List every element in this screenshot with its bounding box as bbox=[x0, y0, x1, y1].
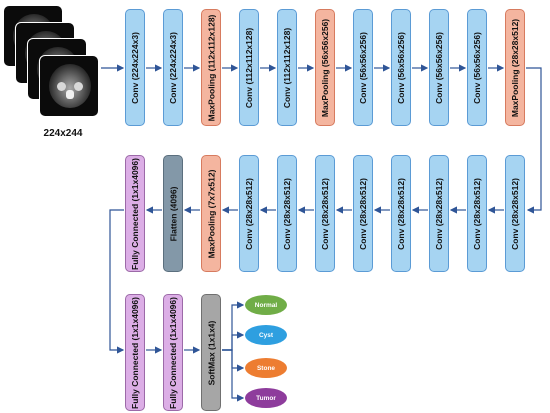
conv-block: Conv (28x28x512) bbox=[353, 155, 373, 272]
maxpooling-block: MaxPooling (28x28x512) bbox=[505, 9, 525, 126]
conv-block: Conv (56x56x256) bbox=[391, 9, 411, 126]
output-class-normal: Normal bbox=[245, 295, 287, 315]
conv-block: Conv (56x56x256) bbox=[467, 9, 487, 126]
conv-block: Conv (28x28x512) bbox=[467, 155, 487, 272]
conv-block: Conv (28x28x512) bbox=[277, 155, 297, 272]
conv-block: Conv (112x112x128) bbox=[239, 9, 259, 126]
maxpooling-block: MaxPooling (112x112x128) bbox=[201, 9, 221, 126]
conv-block: Conv (56x56x256) bbox=[429, 9, 449, 126]
conv-block: Conv (28x28x512) bbox=[315, 155, 335, 272]
ct-scan-image-front bbox=[39, 55, 99, 117]
fully-connected-block: Fully Connected (1x1x4096) bbox=[163, 294, 183, 411]
conv-block: Conv (56x56x256) bbox=[353, 9, 373, 126]
arrow-wrap-left bbox=[109, 209, 125, 354]
conv-block: Conv (112x112x128) bbox=[277, 9, 297, 126]
arrow-wrap-right bbox=[526, 67, 542, 214]
input-size-label: 224x244 bbox=[43, 128, 83, 139]
conv-block: Conv (224x224x3) bbox=[125, 9, 145, 126]
conv-block: Conv (28x28x512) bbox=[505, 155, 525, 272]
conv-block: Conv (28x28x512) bbox=[429, 155, 449, 272]
output-class-cyst: Cyst bbox=[245, 325, 287, 345]
output-class-tumor: Tumor bbox=[245, 388, 287, 408]
maxpooling-block: MaxPooling (56x56x256) bbox=[315, 9, 335, 126]
conv-block: Conv (28x28x512) bbox=[239, 155, 259, 272]
fully-connected-block: Fully Connected (1x1x4096) bbox=[125, 155, 145, 272]
output-class-stone: Stone bbox=[245, 358, 287, 378]
maxpooling-block: MaxPooling (7x7x512) bbox=[201, 155, 221, 272]
flatten-block: Flatten (4096) bbox=[163, 155, 183, 272]
arrow-softmax-output bbox=[222, 349, 245, 402]
fully-connected-block: Fully Connected (1x1x4096) bbox=[125, 294, 145, 411]
conv-block: Conv (224x224x3) bbox=[163, 9, 183, 126]
conv-block: Conv (28x28x512) bbox=[391, 155, 411, 272]
softmax-block: SoftMax (1x1x4) bbox=[201, 294, 221, 411]
arrow-softmax-output bbox=[222, 331, 245, 351]
